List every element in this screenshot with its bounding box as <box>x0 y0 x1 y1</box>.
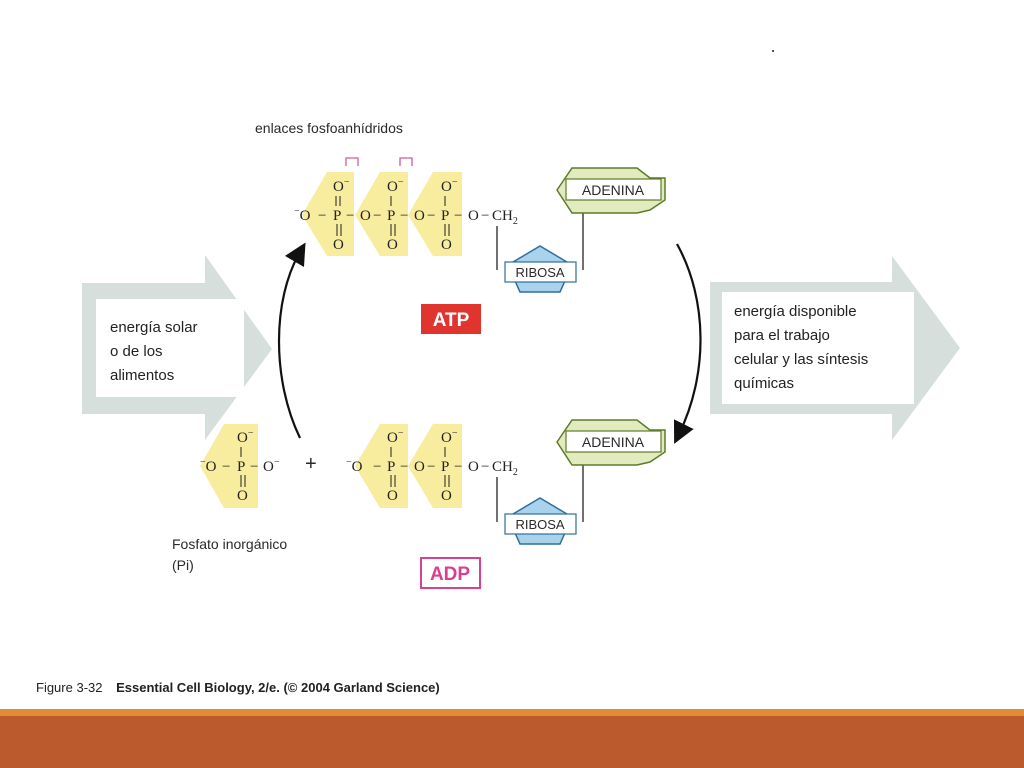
adp-o-ester: O <box>468 459 479 475</box>
pi-right-o-minus: O− <box>263 457 280 475</box>
energy-output-box <box>722 292 914 404</box>
adp-adenine-label: ADENINA <box>582 434 645 450</box>
energy-input-line-1: energía solar <box>110 319 198 336</box>
atp-ribose: RIBOSA <box>504 245 577 293</box>
pi-p: P <box>237 459 245 475</box>
energy-output-line-3: celular y las síntesis <box>734 351 868 368</box>
stray-dot <box>772 50 774 52</box>
figure-source: Essential Cell Biology, 2/e. (© 2004 Gar… <box>116 680 440 695</box>
energy-output-line-4: químicas <box>734 375 794 392</box>
adp-p1-o: O <box>387 488 398 504</box>
figure-caption: Figure 3-32 Essential Cell Biology, 2/e.… <box>36 680 440 695</box>
energy-output-line-1: energía disponible <box>734 303 857 320</box>
atp-badge-label: ATP <box>433 310 470 331</box>
atp-bond-5: − <box>427 208 435 224</box>
atp-sugar-connectors <box>496 212 584 270</box>
adp-phosphate-chain: −O − P O− O − O − P O− O − O − CH2 <box>346 428 518 504</box>
adp-ch2: CH2 <box>492 459 518 478</box>
adp-bond-5: − <box>481 459 489 475</box>
adp-o-bridge: O <box>414 459 425 475</box>
hydrolysis-curve-arrow <box>673 243 702 444</box>
atp-p1-o: O <box>333 237 344 253</box>
energy-output-arrow: energía disponible para el trabajo celul… <box>710 256 960 440</box>
adp-bond-1: − <box>373 459 381 475</box>
atp-bond-1: − <box>318 208 326 224</box>
energy-input-line-3: alimentos <box>110 367 174 384</box>
adp-sugar-connectors <box>496 464 584 522</box>
pi-left-o-minus: −O <box>200 457 217 475</box>
pi-bond-2: − <box>250 459 258 475</box>
atp-p2-o-minus: O− <box>387 177 404 195</box>
adp-adenine: ADENINA <box>556 419 666 466</box>
adp-terminal-o-minus: −O <box>346 457 363 475</box>
atp-p-1: P <box>333 208 341 224</box>
energy-input-box <box>96 299 244 397</box>
synthesis-curve-arrow <box>277 242 306 439</box>
atp-bond-3: − <box>373 208 381 224</box>
energy-input-arrow: energía solar o de los alimentos <box>82 255 272 440</box>
atp-o-ester: O <box>468 208 479 224</box>
atp-ch2: CH2 <box>492 208 518 227</box>
inorganic-phosphate: −O − P O− O − O− <box>200 424 280 508</box>
adp-p2-o-minus: O− <box>441 428 458 446</box>
atp-p2-o: O <box>387 237 398 253</box>
figure-number: Figure 3-32 <box>36 680 103 695</box>
adp-p2-o: O <box>441 488 452 504</box>
adp-ribose: RIBOSA <box>504 497 577 545</box>
atp-p3-o-minus: O− <box>441 177 458 195</box>
adp-p-1: P <box>387 459 395 475</box>
pi-label-line-2: (Pi) <box>172 557 194 573</box>
atp-phosphate-chain: −O − P O− O − O − P O− O − O − P O− O − … <box>294 177 518 253</box>
pi-top-o-minus: O− <box>237 428 254 446</box>
adp-badge-label: ADP <box>430 564 470 585</box>
energy-output-line-2: para el trabajo <box>734 327 830 344</box>
footer-accent-line <box>0 709 1024 716</box>
atp-o-bridge-2: O <box>414 208 425 224</box>
atp-p1-o-minus: O− <box>333 177 350 195</box>
atp-terminal-o-minus: −O <box>294 206 311 224</box>
atp-adenine-label: ADENINA <box>582 182 645 198</box>
pi-label-line-1: Fosfato inorgánico <box>172 536 287 552</box>
energy-input-line-2: o de los <box>110 343 163 360</box>
bond-marker-2 <box>399 157 413 166</box>
adp-p-2: P <box>441 459 449 475</box>
adp-bond-2: − <box>400 459 408 475</box>
atp-o-bridge-1: O <box>360 208 371 224</box>
footer-bar <box>0 716 1024 768</box>
adp-bond-4: − <box>454 459 462 475</box>
pi-bottom-o: O <box>237 488 248 504</box>
adp-bond-3: − <box>427 459 435 475</box>
pi-bond-1: − <box>222 459 230 475</box>
bond-marker-1 <box>345 157 359 166</box>
adp-ribose-label: RIBOSA <box>515 517 564 532</box>
atp-bond-2: − <box>346 208 354 224</box>
atp-badge: ATP <box>421 304 481 334</box>
plus-sign: + <box>305 453 317 475</box>
phosphoanhydride-bonds-label: enlaces fosfoanhídridos <box>255 120 403 136</box>
adp-badge: ADP <box>420 557 481 589</box>
atp-adenine: ADENINA <box>556 167 666 214</box>
atp-p3-o: O <box>441 237 452 253</box>
atp-ribose-label: RIBOSA <box>515 265 564 280</box>
atp-bond-7: − <box>481 208 489 224</box>
atp-p-2: P <box>387 208 395 224</box>
atp-p-3: P <box>441 208 449 224</box>
atp-bond-6: − <box>454 208 462 224</box>
atp-bond-4: − <box>400 208 408 224</box>
adp-p1-o-minus: O− <box>387 428 404 446</box>
